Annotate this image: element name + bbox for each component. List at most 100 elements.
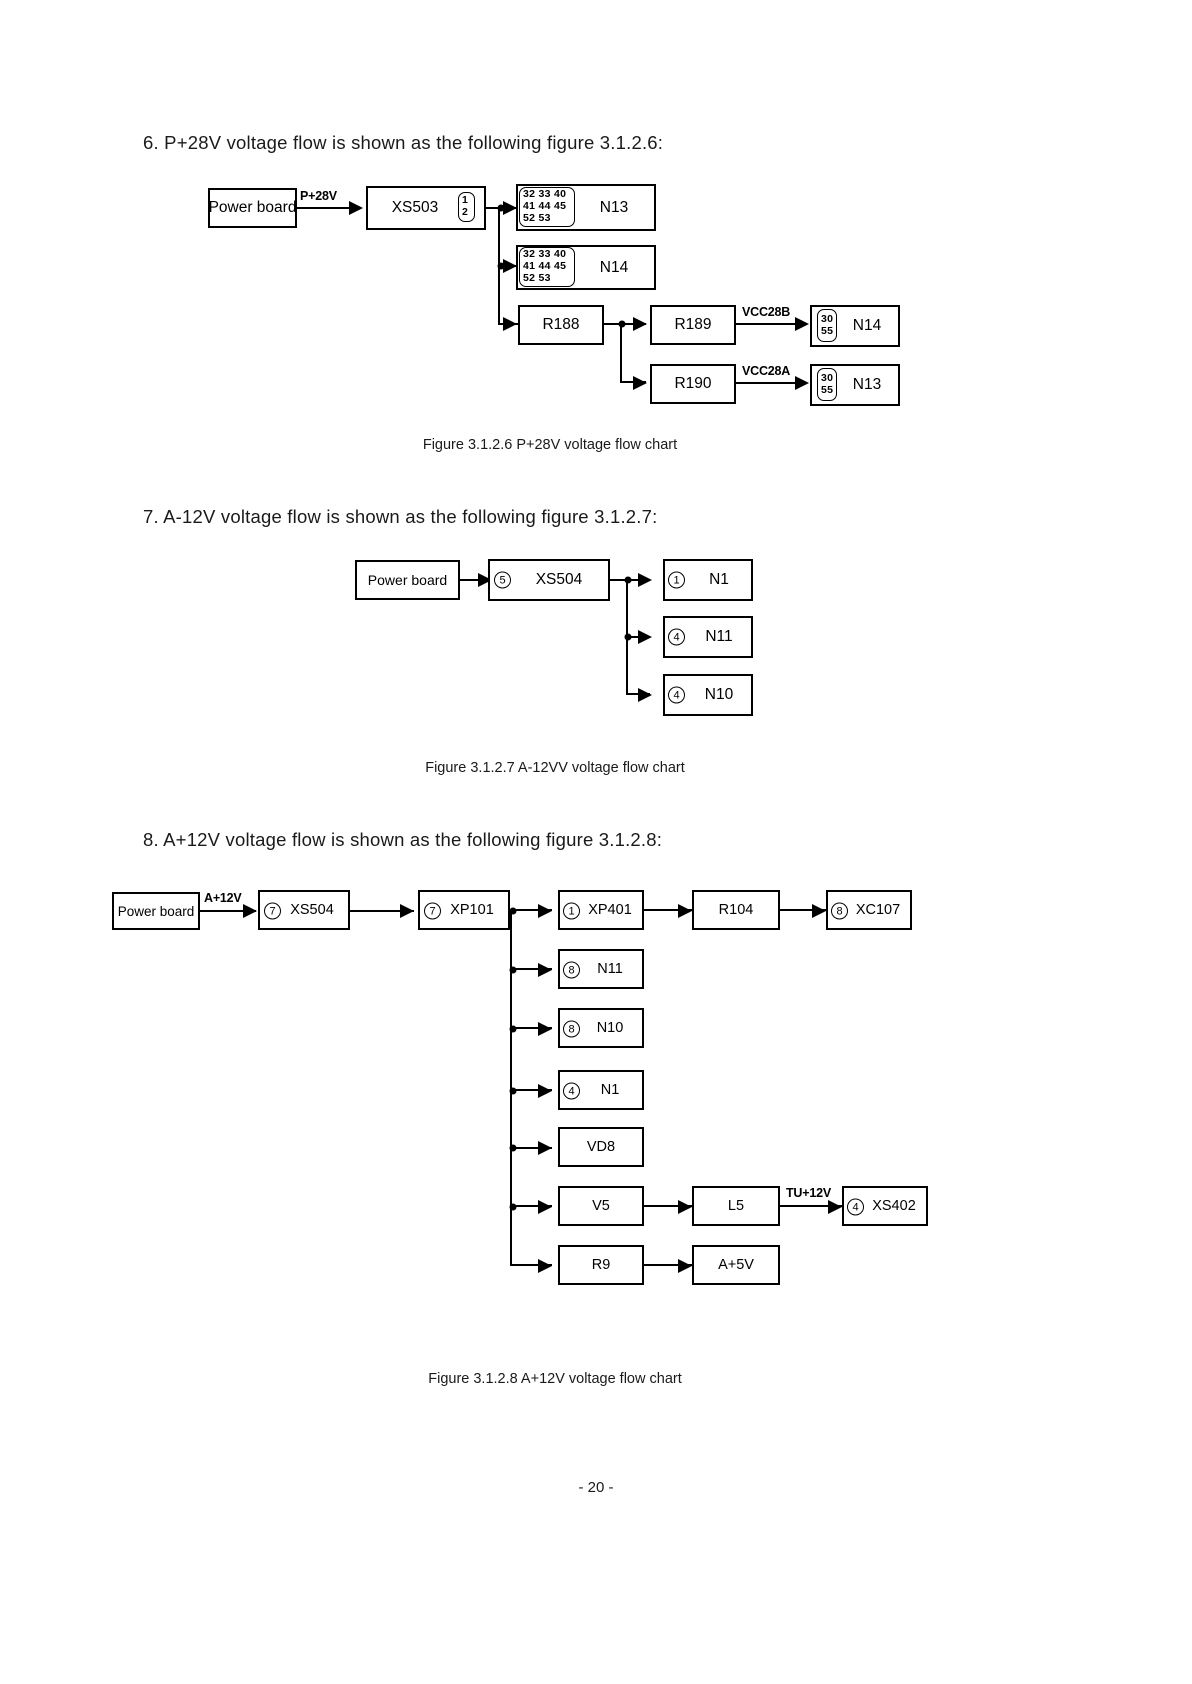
wire-xs504-out (610, 579, 632, 582)
node-xs504-8: XS504 (258, 890, 350, 930)
node-r9: R9 (558, 1245, 644, 1285)
node-label: Power board (367, 572, 448, 588)
section-7-heading: 7. A-12V voltage flow is shown as the fo… (143, 506, 658, 527)
arrowhead (633, 317, 647, 331)
node-r190: R190 (650, 364, 736, 404)
arrowhead (538, 904, 552, 918)
node-label: N1 (709, 571, 729, 588)
node-label: R9 (591, 1257, 611, 1273)
wire-xs503-out (486, 207, 500, 210)
wire-to-v5 (510, 1205, 552, 1208)
node-label: N10 (596, 1020, 624, 1036)
arrowhead (538, 1259, 552, 1273)
pinblock-n14-top: 32 33 40 41 44 45 52 53 (519, 247, 575, 287)
arrowhead (400, 904, 414, 918)
signal-p28v: P+28V (300, 189, 337, 203)
node-r189: R189 (650, 305, 736, 345)
pin-circle-xp101: 7 (424, 902, 441, 920)
node-n10-7: N10 (663, 674, 753, 716)
arrowhead (538, 1141, 552, 1155)
signal-a12v: A+12V (204, 891, 242, 905)
figure-3-1-2-8-caption: Figure 3.1.2.8 A+12V voltage flow chart (428, 1371, 682, 1387)
wire-xp101-out (510, 909, 552, 912)
pin-row: 30 (821, 371, 834, 384)
wire-to-n1-8 (510, 1089, 552, 1092)
wire-l5-to-xs402 (780, 1205, 842, 1208)
node-label: N11 (705, 628, 733, 645)
arrowhead (795, 376, 809, 390)
node-label: R189 (674, 316, 712, 333)
node-label: VD8 (586, 1139, 616, 1155)
node-power-board: Power board (208, 188, 297, 228)
pin-row: 30 (821, 312, 834, 325)
wire-xp401-to-r104 (644, 909, 692, 912)
node-xc107: XC107 (826, 890, 912, 930)
node-label: N11 (597, 961, 623, 977)
wire-to-n11-8 (510, 968, 552, 971)
figure-3-1-2-6-caption: Figure 3.1.2.6 P+28V voltage flow chart (422, 437, 678, 453)
wire-r190-to-n13 (736, 382, 802, 385)
signal-tu12v: TU+12V (786, 1186, 832, 1200)
node-label: XS503 (391, 199, 439, 216)
arrowhead (812, 904, 826, 918)
arrowhead (538, 1084, 552, 1098)
pin-circle-n10-8: 8 (563, 1020, 580, 1038)
node-label: Power board (117, 903, 195, 919)
wire-to-r9 (510, 1264, 552, 1267)
arrowhead (503, 259, 517, 273)
pinblock-xs503: 1 2 (458, 192, 475, 222)
bus-vertical-r188 (620, 323, 623, 383)
arrowhead (638, 688, 652, 702)
pin-row: 55 (821, 324, 834, 337)
section-6-heading: 6. P+28V voltage flow is shown as the fo… (143, 132, 664, 153)
wire-xs504-to-xp101 (350, 910, 414, 913)
arrowhead (638, 630, 652, 644)
bus-vertical-8 (510, 909, 513, 1265)
node-label: XS504 (290, 902, 334, 918)
arrowhead (349, 201, 363, 215)
node-power-board-7: Power board (355, 560, 460, 600)
figure-3-1-2-7: Power board XS504 5 N1 1 N11 4 N10 (0, 0, 1192, 716)
node-label: A+5V (718, 1257, 754, 1273)
pin-circle-xs402: 4 (847, 1198, 864, 1216)
node-label: N13 (852, 376, 882, 393)
pin-row: 52 53 (523, 211, 551, 224)
node-label: Power board (208, 199, 297, 216)
figure-3-1-2-8: Power board A+12V XS504 7 XP101 7 XP401 … (0, 0, 1192, 1285)
node-label: XP101 (450, 902, 494, 918)
pin-circle-xp401: 1 (563, 902, 580, 920)
node-label: R190 (674, 375, 712, 392)
junction-dot (509, 907, 517, 915)
wire-r189-to-n14 (736, 323, 802, 326)
arrowhead (638, 573, 652, 587)
wire-r104-to-xc107 (780, 909, 828, 912)
arrowhead (538, 963, 552, 977)
pin-row: 32 33 40 (523, 188, 567, 201)
node-label: L5 (727, 1198, 745, 1214)
arrowhead (243, 904, 257, 918)
arrowhead (795, 317, 809, 331)
pin-row: 52 53 (523, 271, 551, 284)
node-n11-8: N11 (558, 949, 644, 989)
figure-3-1-2-7-caption: Figure 3.1.2.7 A-12VV voltage flow chart (425, 760, 685, 776)
section-8-heading: 8. A+12V voltage flow is shown as the fo… (143, 829, 663, 850)
node-label: N1 (600, 1082, 620, 1098)
pin-row: 32 33 40 (523, 248, 567, 261)
wire-to-vd8 (510, 1147, 552, 1149)
arrowhead (503, 317, 517, 331)
pinblock-n14-right: 30 55 (817, 309, 837, 342)
arrowhead (828, 1200, 842, 1214)
node-vd8: VD8 (558, 1127, 644, 1167)
wire-power-to-xs504 (460, 579, 490, 582)
node-a5v: A+5V (692, 1245, 780, 1285)
wire-power-to-xs503 (297, 207, 352, 210)
wire-to-n10-8 (510, 1027, 552, 1030)
arrowhead (678, 904, 692, 918)
arrowhead (538, 1200, 552, 1214)
node-label: N14 (599, 258, 629, 276)
pin-circle-xs504-8: 7 (264, 902, 281, 920)
pinblock-n13-right: 30 55 (817, 368, 837, 401)
pin-circle-xc107: 8 (831, 902, 848, 920)
node-power-board-8: Power board (112, 892, 200, 930)
pin-row: 41 44 45 (523, 260, 567, 273)
